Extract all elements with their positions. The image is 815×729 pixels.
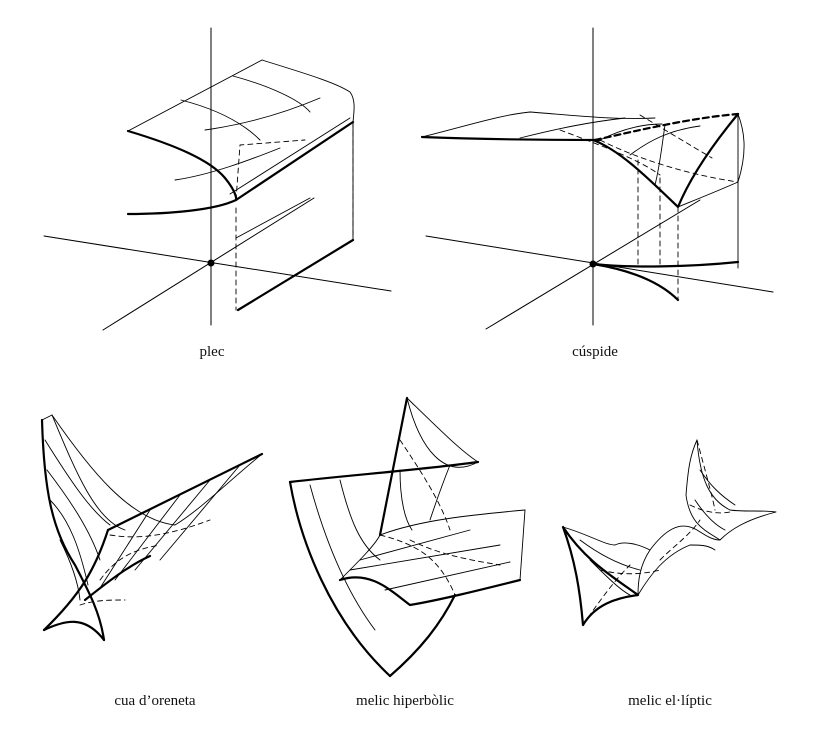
- fold-caption: plec: [199, 344, 225, 360]
- fold-hidden-line: [235, 139, 306, 201]
- hyperbolic-bottom-edge: [388, 593, 457, 678]
- elliptic-umbilic-caption: melic el·líptic: [628, 693, 712, 709]
- fold-back-left-edge: [127, 59, 263, 132]
- fold-diagram: [43, 27, 392, 331]
- fold-grid-line: [180, 99, 261, 141]
- swallowtail-cusp-edge: [42, 620, 106, 642]
- cusp-grid-line: [629, 125, 701, 156]
- swallowtail-grid-line: [46, 469, 101, 561]
- cusp-caption: cúspide: [572, 344, 618, 360]
- elliptic-grid-line: [589, 559, 631, 596]
- hyperbolic-grid-line: [349, 544, 501, 571]
- fold-grid-line: [232, 75, 311, 113]
- hyperbolic-peak-sheet: [406, 397, 479, 468]
- elliptic-grid-line: [579, 539, 641, 571]
- cusp-back-edge: [421, 111, 656, 138]
- fold-crease-line: [234, 120, 355, 202]
- elliptic-neck-lower: [637, 544, 716, 596]
- hyperbolic-peak-line: [378, 396, 409, 537]
- fold-lower-edge-curve: [126, 198, 238, 216]
- fold-back-right-edge: [261, 59, 355, 123]
- elliptic-hidden-line: [659, 519, 701, 561]
- elliptic-neck: [649, 525, 721, 551]
- swallowtail-grid-line: [99, 509, 151, 589]
- hyperbolic-grid-line: [339, 479, 381, 561]
- swallowtail-grid-line: [159, 464, 241, 561]
- swallowtail-front-edge: [42, 528, 110, 632]
- cusp-hidden-line: [639, 114, 713, 159]
- cusp-grid-line: [519, 117, 626, 139]
- hyperbolic-ridge: [339, 534, 381, 581]
- hyperbolic-top-edge: [288, 460, 480, 484]
- fold-crease-line-inner: [229, 117, 351, 195]
- hyperbolic-left-edge: [288, 480, 392, 678]
- swallowtail-diagram: [40, 414, 264, 642]
- hyperbolic-grid-line: [429, 464, 451, 521]
- swallowtail-upper-wing: [51, 414, 263, 526]
- elliptic-grid-line: [694, 499, 726, 531]
- elliptic-left-hypocycloid: [561, 525, 640, 627]
- elliptic-left-wing: [562, 526, 651, 596]
- cusp-hidden-line: [599, 139, 739, 183]
- swallowtail-right-edge: [106, 452, 264, 532]
- elliptic-top-hypocycloid: [685, 439, 777, 541]
- hyperbolic-grid-line: [359, 529, 471, 561]
- cusp-diagram: [420, 27, 774, 330]
- swallowtail-top-edge: [41, 414, 53, 421]
- hyperbolic-grid-line: [384, 561, 511, 591]
- swallowtail-grid-line: [49, 499, 89, 586]
- swallowtail-upper-surface: [51, 414, 126, 531]
- fold-origin-point: [207, 259, 215, 267]
- cusp-grid-line: [654, 124, 666, 186]
- elliptic-umbilic-diagram: [561, 439, 777, 627]
- swallowtail-caption: cua d’oreneta: [114, 693, 196, 709]
- swallowtail-grid-line: [44, 439, 111, 526]
- cusp-fold-edge: [591, 112, 740, 209]
- swallowtail-left-edge: [40, 418, 106, 642]
- cusp-front-edge: [420, 135, 602, 142]
- swallowtail-hidden-line: [79, 599, 126, 606]
- cusp-bifurcation-curve: [591, 262, 680, 302]
- hyperbolic-grid-line: [309, 484, 376, 631]
- elliptic-hidden-line: [599, 569, 661, 575]
- elliptic-hidden-line: [689, 504, 731, 514]
- fold-grid-line: [204, 97, 321, 131]
- swallowtail-hidden-line: [99, 544, 161, 581]
- fold-upper-edge-curve: [126, 129, 238, 202]
- hyperbolic-umbilic-caption: melic hiperbòlic: [356, 693, 454, 709]
- hyperbolic-lower-sheet-right: [519, 509, 526, 581]
- cusp-hidden-line: [559, 129, 661, 176]
- cusp-right-edge: [737, 113, 745, 183]
- cusp-bifurcation-curve: [591, 260, 740, 268]
- elliptic-grid-line: [699, 469, 736, 506]
- hyperbolic-hidden-line: [379, 534, 456, 596]
- hyperbolic-hidden-line: [399, 439, 451, 531]
- hyperbolic-upper-sheet-edge: [406, 397, 479, 463]
- fold-x-axis: [43, 235, 392, 292]
- hyperbolic-umbilic-diagram: [288, 396, 526, 678]
- fold-grid-line: [174, 147, 281, 181]
- elliptic-hidden-line: [696, 439, 716, 511]
- swallowtail-grid-line: [59, 539, 81, 601]
- fold-cross-line: [235, 197, 311, 239]
- swallowtail-hidden-line: [109, 519, 211, 538]
- hyperbolic-grid-line: [399, 469, 413, 531]
- hyperbolic-hidden-line: [409, 539, 501, 566]
- swallowtail-grid-line: [114, 494, 181, 581]
- fold-bifurcation-line: [236, 238, 355, 312]
- hyperbolic-lower-sheet: [338, 576, 522, 607]
- cusp-lower-sheet: [677, 181, 739, 208]
- hyperbolic-ridge: [379, 509, 526, 536]
